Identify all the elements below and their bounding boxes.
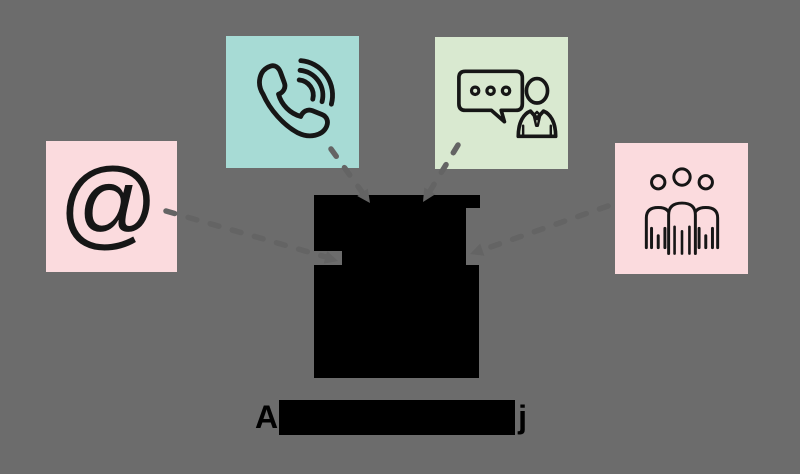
- caption-first-letter: A: [255, 399, 279, 435]
- channel-card-team: [615, 143, 748, 274]
- chat-person-icon: [456, 69, 558, 139]
- channel-card-phone: [226, 36, 359, 168]
- caption: A j: [255, 397, 527, 437]
- people-group-icon: [644, 166, 719, 255]
- channel-card-chat: [435, 37, 568, 169]
- arrow-team-to-center: [470, 203, 611, 256]
- caption-redaction-bar: [279, 400, 516, 435]
- channel-card-email: @: [46, 141, 177, 272]
- at-sign-icon: @: [58, 147, 159, 258]
- redacted-center-graphic: [314, 195, 480, 378]
- arrow-email-to-center: [163, 208, 338, 264]
- caption-last-letter: j: [518, 399, 527, 435]
- phone-call-icon: [256, 58, 335, 139]
